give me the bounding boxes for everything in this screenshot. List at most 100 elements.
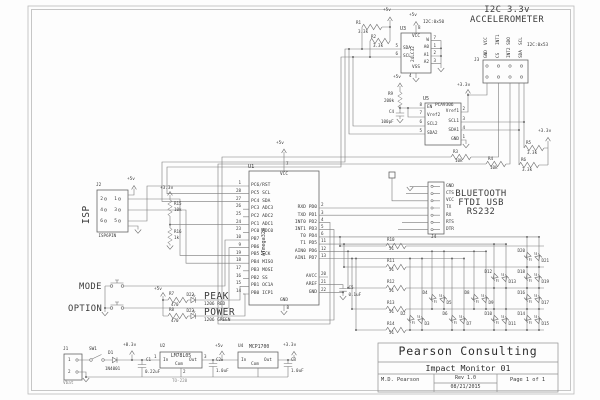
led-ref: D7 xyxy=(466,320,472,326)
pin-label: SCL1 xyxy=(448,118,459,124)
bt-title-line2: FTDI USB xyxy=(458,198,504,208)
pin-number: 6 xyxy=(321,231,324,237)
pin-number: 22 xyxy=(321,286,327,292)
pin-number: 1 xyxy=(114,196,117,202)
pin-number: 21 xyxy=(321,278,327,284)
r6-value: 3.3k xyxy=(522,166,533,172)
eeprom-ref: U3 xyxy=(400,26,407,32)
pin-number: 11 xyxy=(321,238,327,244)
input-diode-ref: D1 xyxy=(108,350,114,356)
pin-number: 3 xyxy=(114,207,117,213)
led-ref: D4 xyxy=(422,289,428,295)
rail-5v: +5v xyxy=(127,177,135,182)
pin-number: 14 xyxy=(235,288,241,294)
rail-3v3: +3.3v xyxy=(160,186,174,191)
r2-ref: R2 xyxy=(371,33,377,39)
pin-number: 9 xyxy=(238,241,241,247)
reg5-pin-out: Out xyxy=(189,357,197,363)
c3-ref: C3 xyxy=(291,356,297,362)
rail-3v3: +3.3v xyxy=(283,342,297,348)
pin-label: T1 PD5 xyxy=(300,241,317,247)
peak-led-ref: D22 xyxy=(186,292,195,297)
pin-number: 3 xyxy=(462,115,466,121)
pin-label: DTR xyxy=(446,226,454,232)
peak-label: PEAK xyxy=(204,291,229,302)
wires xyxy=(78,20,549,378)
r5-value: 3.3k xyxy=(527,149,538,155)
eeprom-vss-num: 4 xyxy=(409,73,412,78)
pin-number: 13 xyxy=(321,252,327,258)
mode-label: MODE xyxy=(79,281,102,292)
resistor-ref: R10 xyxy=(387,236,395,242)
mcu-ref: U1 xyxy=(248,163,255,170)
pin-label: A0 xyxy=(423,45,429,51)
pin-number: 3 xyxy=(433,57,437,63)
r4-value: 10k xyxy=(490,165,498,170)
pin-label: GND xyxy=(446,183,454,189)
pin-number: 1 xyxy=(433,42,437,48)
accel-pin-scl: SCL xyxy=(518,36,524,45)
pin-label: SCL xyxy=(403,54,411,59)
accel-title-line2: ACCELEROMETER xyxy=(469,14,545,25)
pin-label: INT0 PD2 xyxy=(294,219,317,225)
pin-number: 2 xyxy=(321,202,324,208)
pin-number: 4 xyxy=(100,207,103,213)
eeprom-vcc: VCC xyxy=(412,33,420,39)
r9-value: 200k xyxy=(384,97,395,103)
power-label: POWER xyxy=(204,307,236,318)
accel-pin-cs: CS xyxy=(495,52,501,58)
eeprom-vcc-num: 8 xyxy=(418,25,421,30)
pin-label: TXD PD1 xyxy=(297,212,317,218)
pin-label: SDA1 xyxy=(448,127,459,133)
pin-label: PB7 xyxy=(251,237,260,243)
c5-ref: C5 xyxy=(348,284,354,290)
pin-number: 23 xyxy=(235,226,241,232)
pin-number: 24 xyxy=(235,218,241,224)
r4-ref: R4 xyxy=(488,155,494,161)
pin-label: PC6/RST xyxy=(251,183,271,189)
power-switch-ref: SW1 xyxy=(89,347,97,352)
pin-label: VCC xyxy=(446,198,454,204)
led-ref: D14 xyxy=(517,310,526,316)
led-ref: D16 xyxy=(517,289,526,295)
r6-ref: R6 xyxy=(521,156,527,162)
battery-conn-label: Vbat xyxy=(63,381,74,386)
resistor-value: 51 xyxy=(389,245,395,251)
pin-label: SCL2 xyxy=(427,122,438,128)
pin-label: PB5 SCK xyxy=(251,252,271,258)
accel-conn-address: I2C:0x53 xyxy=(527,43,549,48)
pin-number: 25 xyxy=(235,211,241,216)
pin-number: 16 xyxy=(235,272,241,278)
resistor-ref: R11 xyxy=(387,257,395,263)
pin-label: GND xyxy=(451,137,459,143)
pin-label: RXD PD0 xyxy=(297,205,317,211)
sheet-frame xyxy=(27,5,575,395)
eeprom-left-labels: SDA SCL xyxy=(403,45,411,61)
isp-conn-part: ISP6PIN xyxy=(98,232,117,238)
led-ref: D13 xyxy=(508,278,517,284)
pin-label: SDA xyxy=(403,46,411,51)
c2-ref: C2 xyxy=(216,356,222,362)
c4-value: 100pF xyxy=(381,118,394,124)
r16-ref: R16 xyxy=(174,228,182,234)
reg33-pin-in: In xyxy=(241,357,247,363)
led-ref: D9 xyxy=(488,299,494,305)
resistor-value: 51 xyxy=(389,287,395,293)
led-ref: D21 xyxy=(541,257,550,263)
reg5-num-com: 2 xyxy=(183,368,186,374)
led-ref: D19 xyxy=(541,278,550,284)
junction-dots xyxy=(85,26,540,378)
rail-5v: +5v xyxy=(154,286,162,292)
title-block-frame xyxy=(377,342,559,393)
